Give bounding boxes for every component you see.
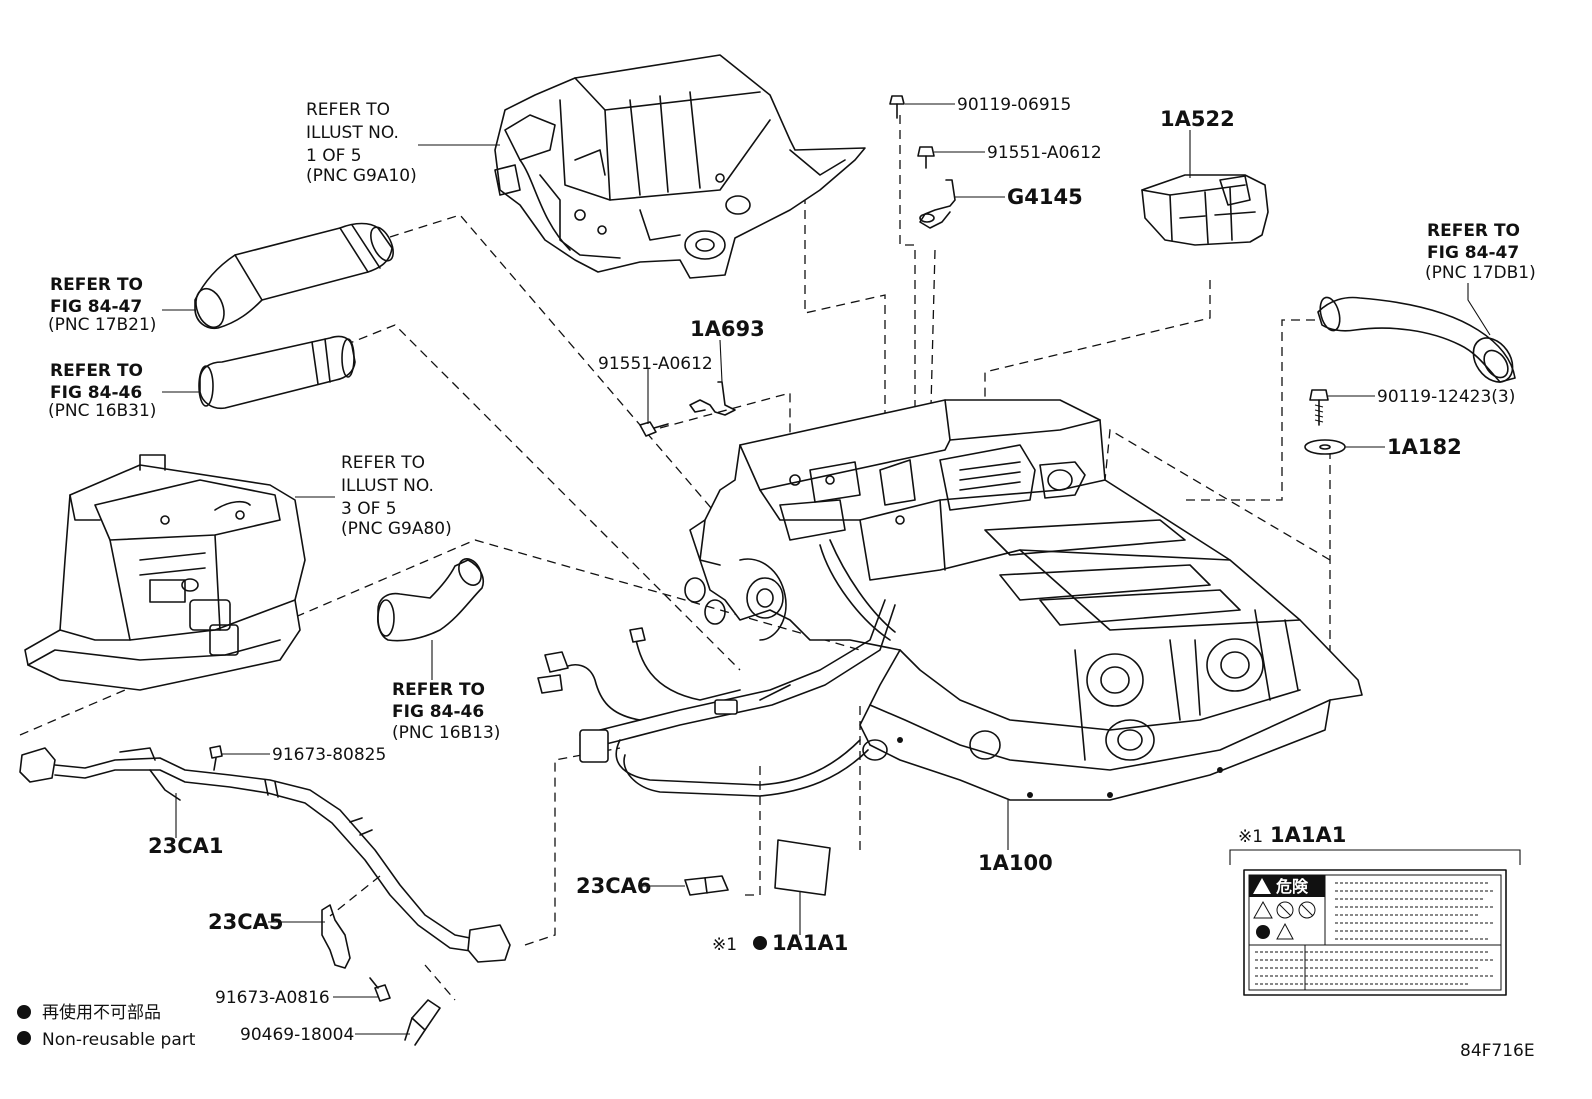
prohibited-icon-1 <box>1276 901 1294 919</box>
callout-refer-fig-17db1: REFER TO FIG 84-47 (PNC 17DB1) <box>1425 221 1536 283</box>
clip-90469-18004-drawing <box>404 999 441 1046</box>
bolt-91673-80825-drawing <box>209 745 223 771</box>
legend-text-jp: 再使用不可部品 <box>42 1002 161 1023</box>
hose-17db1 <box>1317 296 1516 383</box>
wire-harness-middle <box>537 599 896 797</box>
leader-lines <box>162 103 1491 1035</box>
bracket-1a693 <box>689 381 736 416</box>
converter-assembly-left <box>24 454 306 691</box>
refer-16b13-line-2: FIG 84-46 <box>392 702 484 722</box>
refer-16b31-line-1: REFER TO <box>50 361 143 381</box>
refer-17b21-line-3: (PNC 17B21) <box>48 315 156 335</box>
callout-refer-fig-16b31: REFER TO FIG 84-46 (PNC 16B31) <box>48 361 156 421</box>
part-label-91673-a0816: 91673-A0816 <box>215 988 330 1008</box>
callout-refer-fig-17b21: REFER TO FIG 84-47 (PNC 17B21) <box>48 275 156 335</box>
clamp-23ca5-drawing <box>321 904 351 969</box>
part-label-90469-18004: 90469-18004 <box>240 1025 354 1045</box>
hazard-icon-2 <box>1276 922 1294 940</box>
inverter-assembly-1a100 <box>684 399 1363 801</box>
detail-title-1a1a1: 1A1A1 <box>1270 823 1346 847</box>
legend-dot-jp <box>17 1005 31 1019</box>
legend-text-en: Non-reusable part <box>42 1030 196 1050</box>
legend-dot-en <box>17 1031 31 1045</box>
refer-16b13-line-1: REFER TO <box>392 680 485 700</box>
part-label-1a182: 1A182 <box>1387 435 1462 459</box>
refer-17b21-line-1: REFER TO <box>50 275 143 295</box>
detail-note-mark: ※1 <box>1238 827 1263 847</box>
callout-refer-illust-1: REFER TO ILLUST NO. 1 OF 5 (PNC G9A10) <box>306 100 417 186</box>
part-label-91551-a0612-left: 91551-A0612 <box>598 354 713 374</box>
refer-illust-1-line-3: 1 OF 5 <box>306 146 362 166</box>
bolt-90119-12423-drawing <box>1309 389 1329 426</box>
washer-1a182-drawing <box>1304 439 1346 455</box>
part-label-23ca6: 23CA6 <box>576 874 652 898</box>
callout-refer-illust-3: REFER TO ILLUST NO. 3 OF 5 (PNC G9A80) <box>341 453 452 539</box>
clip-23ca6-drawing <box>684 875 729 896</box>
refer-illust-1-line-1: REFER TO <box>306 100 390 120</box>
hazard-icon-1 <box>1253 900 1273 919</box>
refer-16b13-line-3: (PNC 16B13) <box>392 723 500 743</box>
hose-16b13 <box>377 558 484 642</box>
refer-16b31-line-2: FIG 84-46 <box>50 383 142 403</box>
part-label-23ca1: 23CA1 <box>148 834 224 858</box>
bolt-91551-a0612-top-drawing <box>917 146 935 169</box>
part-label-g4145: G4145 <box>1007 185 1083 209</box>
part-label-1a100: 1A100 <box>978 851 1053 875</box>
note-mark-1a1a1: ※1 <box>712 935 737 955</box>
refer-17db1-line-1: REFER TO <box>1427 221 1520 241</box>
part-number-labels: 90119-06915 91551-A0612 G4145 1A522 1A69… <box>148 95 1515 1045</box>
refer-illust-3-line-4: (PNC G9A80) <box>341 519 452 539</box>
hose-16b31 <box>198 335 356 410</box>
refer-17db1-line-2: FIG 84-47 <box>1427 243 1519 263</box>
part-label-90119-06915: 90119-06915 <box>957 95 1071 115</box>
warning-label-detail: ※1 1A1A1 危険 <box>1229 823 1521 996</box>
refer-illust-3-line-3: 3 OF 5 <box>341 499 397 519</box>
non-reusable-dot-1a1a1 <box>753 936 767 950</box>
wire-harness-23ca1 <box>19 747 511 963</box>
bracket-g4145 <box>919 179 956 229</box>
bolt-91673-a0816-drawing <box>369 977 391 1002</box>
label-1a1a1-drawing <box>774 839 831 896</box>
mandatory-icon <box>1256 925 1270 939</box>
warning-triangle-icon <box>1253 878 1271 894</box>
bolt-91551-a0612-left-drawing <box>639 421 669 437</box>
callout-refer-fig-16b13: REFER TO FIG 84-46 (PNC 16B13) <box>392 680 500 743</box>
legend: 再使用不可部品 Non-reusable part <box>17 1002 196 1050</box>
warning-text-lines <box>1255 882 1495 985</box>
refer-16b31-line-3: (PNC 16B31) <box>48 401 156 421</box>
refer-17db1-line-3: (PNC 17DB1) <box>1425 263 1536 283</box>
refer-illust-3-line-1: REFER TO <box>341 453 425 473</box>
hose-17b21 <box>194 222 394 330</box>
part-label-1a1a1: 1A1A1 <box>772 931 848 955</box>
refer-illust-1-line-2: ILLUST NO. <box>306 123 399 143</box>
part-label-23ca5: 23CA5 <box>208 910 284 934</box>
bolt-90119-06915-drawing <box>889 95 905 119</box>
part-label-90119-12423: 90119-12423(3) <box>1377 387 1515 407</box>
part-label-91551-a0612-top: 91551-A0612 <box>987 143 1102 163</box>
refer-illust-3-line-2: ILLUST NO. <box>341 476 434 496</box>
refer-illust-1-line-4: (PNC G9A10) <box>306 166 417 186</box>
cover-1a522 <box>1141 174 1269 246</box>
prohibited-icon-2 <box>1298 901 1316 919</box>
part-label-1a522: 1A522 <box>1160 107 1235 131</box>
figure-code: 84F716E <box>1460 1041 1535 1061</box>
warning-heading: 危険 <box>1276 877 1309 896</box>
part-label-1a693: 1A693 <box>690 317 765 341</box>
part-label-91673-80825: 91673-80825 <box>272 745 386 765</box>
inverter-assembly-top <box>494 54 866 279</box>
refer-17b21-line-2: FIG 84-47 <box>50 297 142 317</box>
